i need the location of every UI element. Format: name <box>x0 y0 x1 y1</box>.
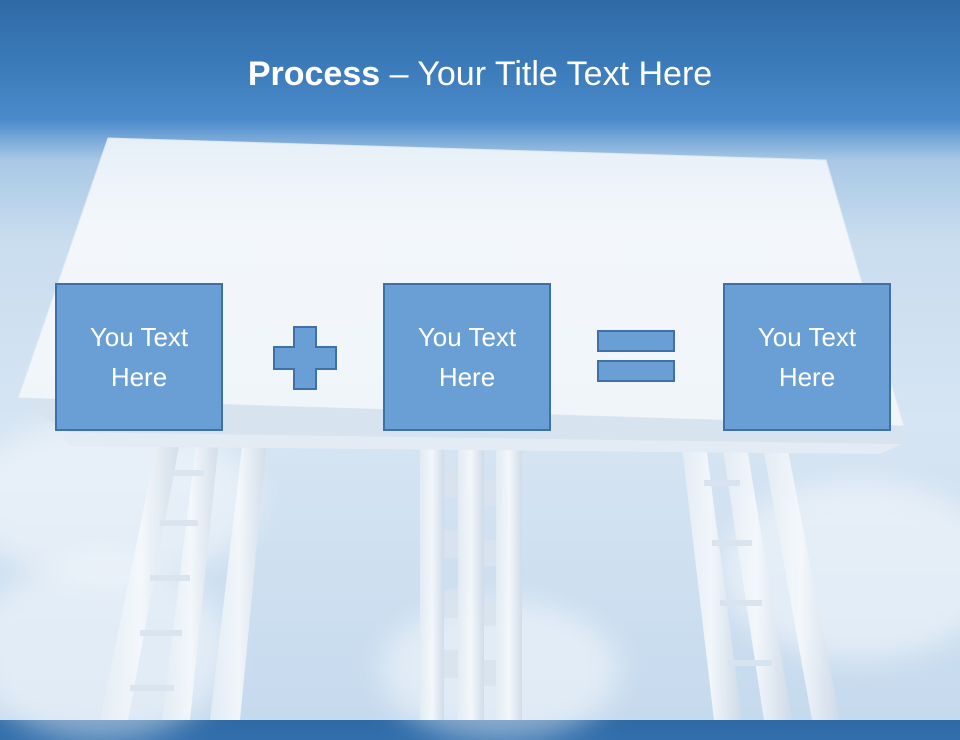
process-box-line2: Here <box>438 362 496 392</box>
process-box-3[interactable]: You Text Here <box>723 283 891 431</box>
slide-title-bold: Process <box>247 55 381 93</box>
process-box-line1: You Text <box>757 322 857 352</box>
slide-title: Process – Your Title Text Here <box>0 50 960 98</box>
process-box-line1: You Text <box>89 322 189 352</box>
equals-icon <box>597 330 675 382</box>
process-box-line2: Here <box>778 362 836 392</box>
billboard-pole-right <box>680 430 840 720</box>
billboard-illustration <box>17 137 905 720</box>
billboard-pole-center <box>420 430 522 720</box>
process-box-line1: You Text <box>417 322 517 352</box>
process-box-1[interactable]: You Text Here <box>55 283 223 431</box>
billboard-pole-left <box>100 430 268 720</box>
plus-icon <box>273 326 337 390</box>
process-box-line2: Here <box>110 362 168 392</box>
process-box-2[interactable]: You Text Here <box>383 283 551 431</box>
slide: Process – Your Title Text Here You Text … <box>0 50 960 720</box>
slide-title-rest: – Your Title Text Here <box>380 55 713 93</box>
